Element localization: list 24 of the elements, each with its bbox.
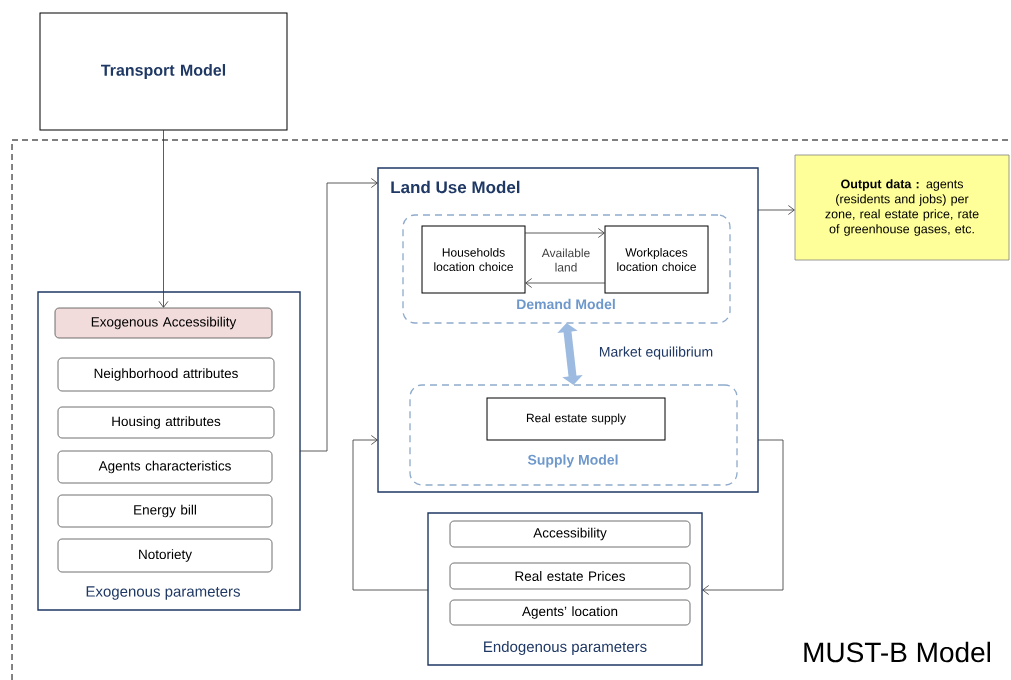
arrow: [525, 278, 606, 288]
parameter-box: Neighborhood attributes: [57, 357, 275, 392]
parameter-box: Agents characteristics: [57, 450, 273, 484]
process-box: Households location choice: [421, 225, 526, 294]
arrow: [158, 129, 169, 308]
arrow: [352, 435, 429, 591]
parameter-box: Accessibility: [449, 520, 691, 548]
output-note: Output data : agents (residents and jobs) per zone, real estate price, rate of greenhouse gases, etc.: [794, 154, 1010, 261]
arrow: [757, 205, 795, 215]
parameter-box: Real estate Prices: [449, 562, 691, 590]
parameter-box: Notoriety: [57, 538, 273, 573]
process-box: Workplaces location choice: [604, 225, 709, 294]
process-box: Transport Model: [39, 12, 288, 131]
arrow: [299, 178, 378, 452]
edge-label: Available land: [535, 247, 597, 273]
arrow: [702, 439, 784, 595]
parameter-box: Housing attributes: [57, 406, 275, 439]
parameter-box: Exogenous Accessibility: [54, 307, 273, 339]
double-arrow: [557, 323, 583, 385]
process-box: Real estate supply: [486, 397, 666, 441]
arrow: [524, 228, 605, 238]
parameter-box: Energy bill: [57, 494, 273, 528]
edge-label: Market equilibrium: [597, 345, 715, 361]
parameter-box: Agents’ location: [449, 599, 691, 626]
